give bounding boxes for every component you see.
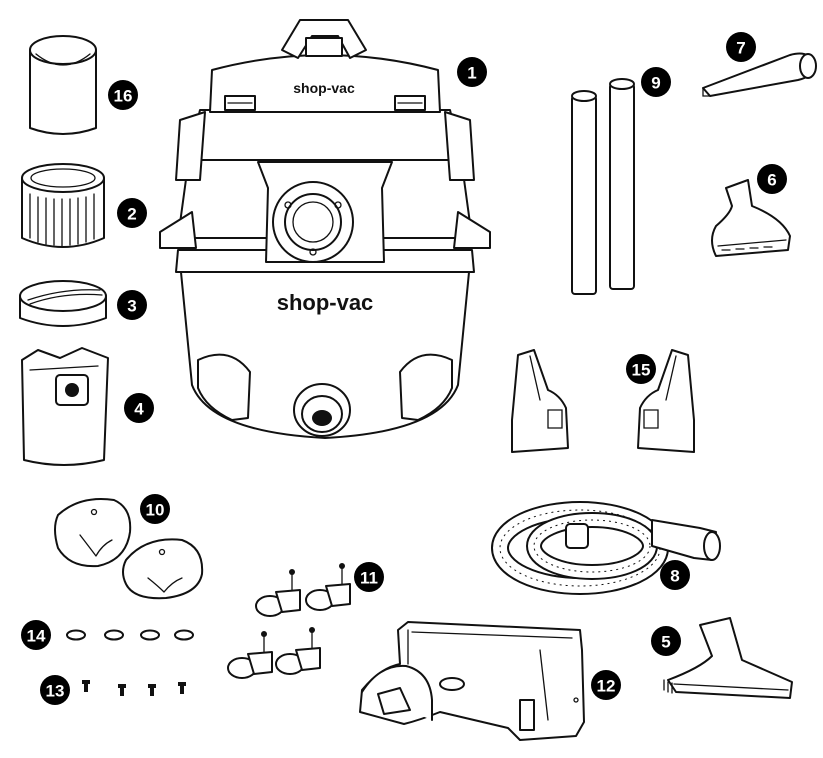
lid-logo: shop-vac <box>293 80 355 96</box>
svg-text:10: 10 <box>146 501 165 520</box>
callout-9: 9 <box>641 67 671 97</box>
svg-text:5: 5 <box>661 633 670 652</box>
crevice-tool-illustration <box>702 52 817 97</box>
accessory-holders-illustration <box>511 349 695 453</box>
collection-bag-illustration <box>21 347 109 466</box>
screws-illustration <box>82 680 186 696</box>
callout-2: 2 <box>117 198 147 228</box>
filter-retainer-illustration <box>19 280 107 327</box>
svg-text:1: 1 <box>467 64 476 83</box>
callout-16: 16 <box>108 80 138 110</box>
vacuum-unit-illustration: shop-vac shop-vac <box>159 19 491 439</box>
washers-illustration <box>66 629 194 641</box>
svg-text:16: 16 <box>114 87 133 106</box>
svg-text:11: 11 <box>360 569 378 588</box>
extension-wands-illustration <box>571 78 635 295</box>
callout-11: 11 <box>354 562 384 592</box>
caster-base-illustration <box>359 621 585 741</box>
foam-sleeve-illustration <box>29 35 97 135</box>
callout-14: 14 <box>21 620 51 650</box>
svg-text:13: 13 <box>46 682 65 701</box>
casters-illustration <box>227 563 351 679</box>
svg-text:3: 3 <box>127 297 136 316</box>
callout-6: 6 <box>757 164 787 194</box>
callout-12: 12 <box>591 670 621 700</box>
callout-4: 4 <box>124 393 154 423</box>
callout-7: 7 <box>726 32 756 62</box>
cartridge-filter-illustration <box>21 163 105 248</box>
tank-logo: shop-vac <box>277 290 374 315</box>
hose-illustration <box>491 501 721 595</box>
svg-text:6: 6 <box>767 171 776 190</box>
callout-8: 8 <box>660 560 690 590</box>
callout-1: 1 <box>457 57 487 87</box>
svg-text:7: 7 <box>736 39 745 58</box>
callout-3: 3 <box>117 290 147 320</box>
gulper-nozzle-illustration <box>711 179 791 257</box>
svg-text:9: 9 <box>651 74 660 93</box>
floor-nozzle-illustration <box>663 617 793 699</box>
svg-text:12: 12 <box>597 677 616 696</box>
svg-text:8: 8 <box>670 567 679 586</box>
caster-covers-illustration <box>54 498 204 600</box>
callout-10: 10 <box>140 494 170 524</box>
svg-text:2: 2 <box>127 205 136 224</box>
callout-5: 5 <box>651 626 681 656</box>
svg-text:4: 4 <box>134 400 144 419</box>
callout-15: 15 <box>626 354 656 384</box>
svg-text:15: 15 <box>632 361 651 380</box>
callout-13: 13 <box>40 675 70 705</box>
svg-text:14: 14 <box>27 627 46 646</box>
